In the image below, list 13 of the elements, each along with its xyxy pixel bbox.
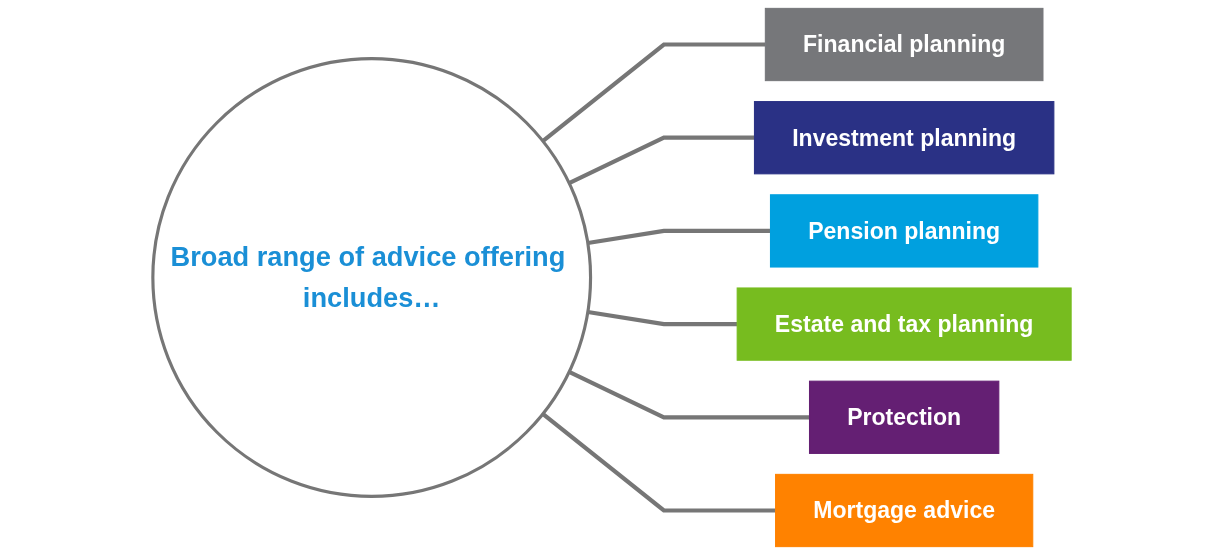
node-circle: Broad range of advice offering includes… <box>151 57 593 498</box>
connector <box>568 135 755 185</box>
node-box: Investment planning <box>753 101 1055 175</box>
connector <box>587 309 738 327</box>
node-box: Protection <box>808 380 1000 454</box>
connector <box>587 228 771 246</box>
node-box: Financial planning <box>764 7 1044 82</box>
node-box: Pension planning <box>769 194 1039 268</box>
node-box: Estate and tax planning <box>736 287 1072 361</box>
node-box: Mortgage advice <box>775 473 1034 548</box>
connector <box>568 370 810 420</box>
connector <box>541 42 766 143</box>
connector <box>541 412 776 513</box>
